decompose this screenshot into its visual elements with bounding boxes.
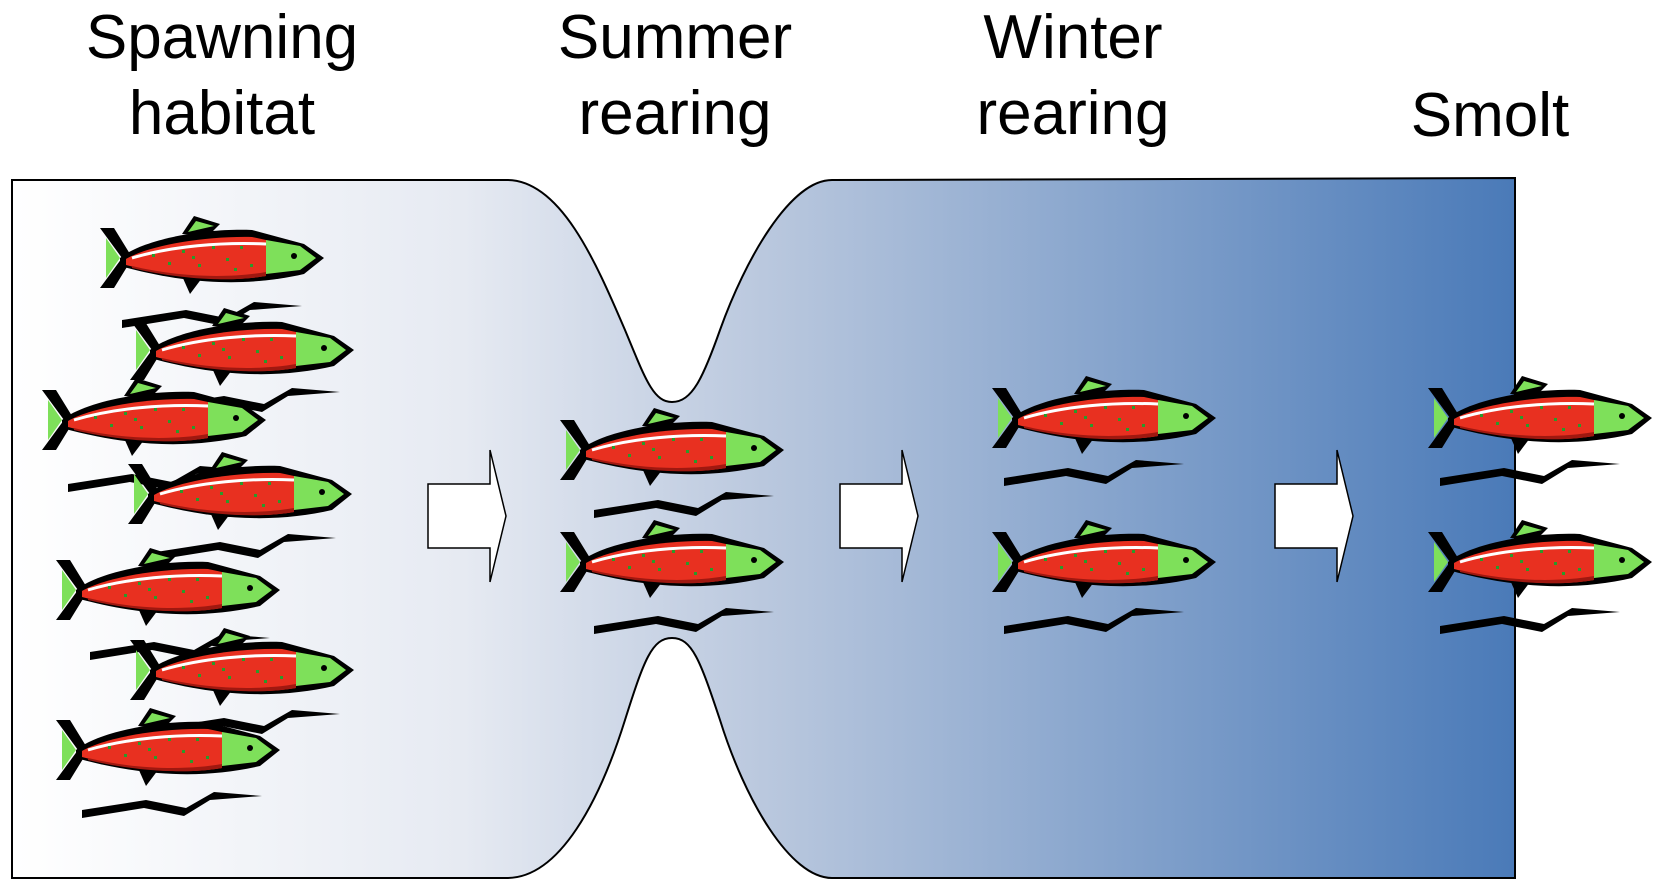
stage-label-spawning: habitat xyxy=(129,79,315,148)
stage-label-winter: Winter xyxy=(983,3,1162,72)
stage-label-winter: rearing xyxy=(977,79,1170,148)
stage-label-spawning: Spawning xyxy=(86,3,358,72)
stage-label-smolt: Smolt xyxy=(1411,81,1569,150)
stage-label-summer: rearing xyxy=(579,79,772,148)
stage-label-summer: Summer xyxy=(558,3,792,72)
habitat-channel xyxy=(11,176,1516,879)
